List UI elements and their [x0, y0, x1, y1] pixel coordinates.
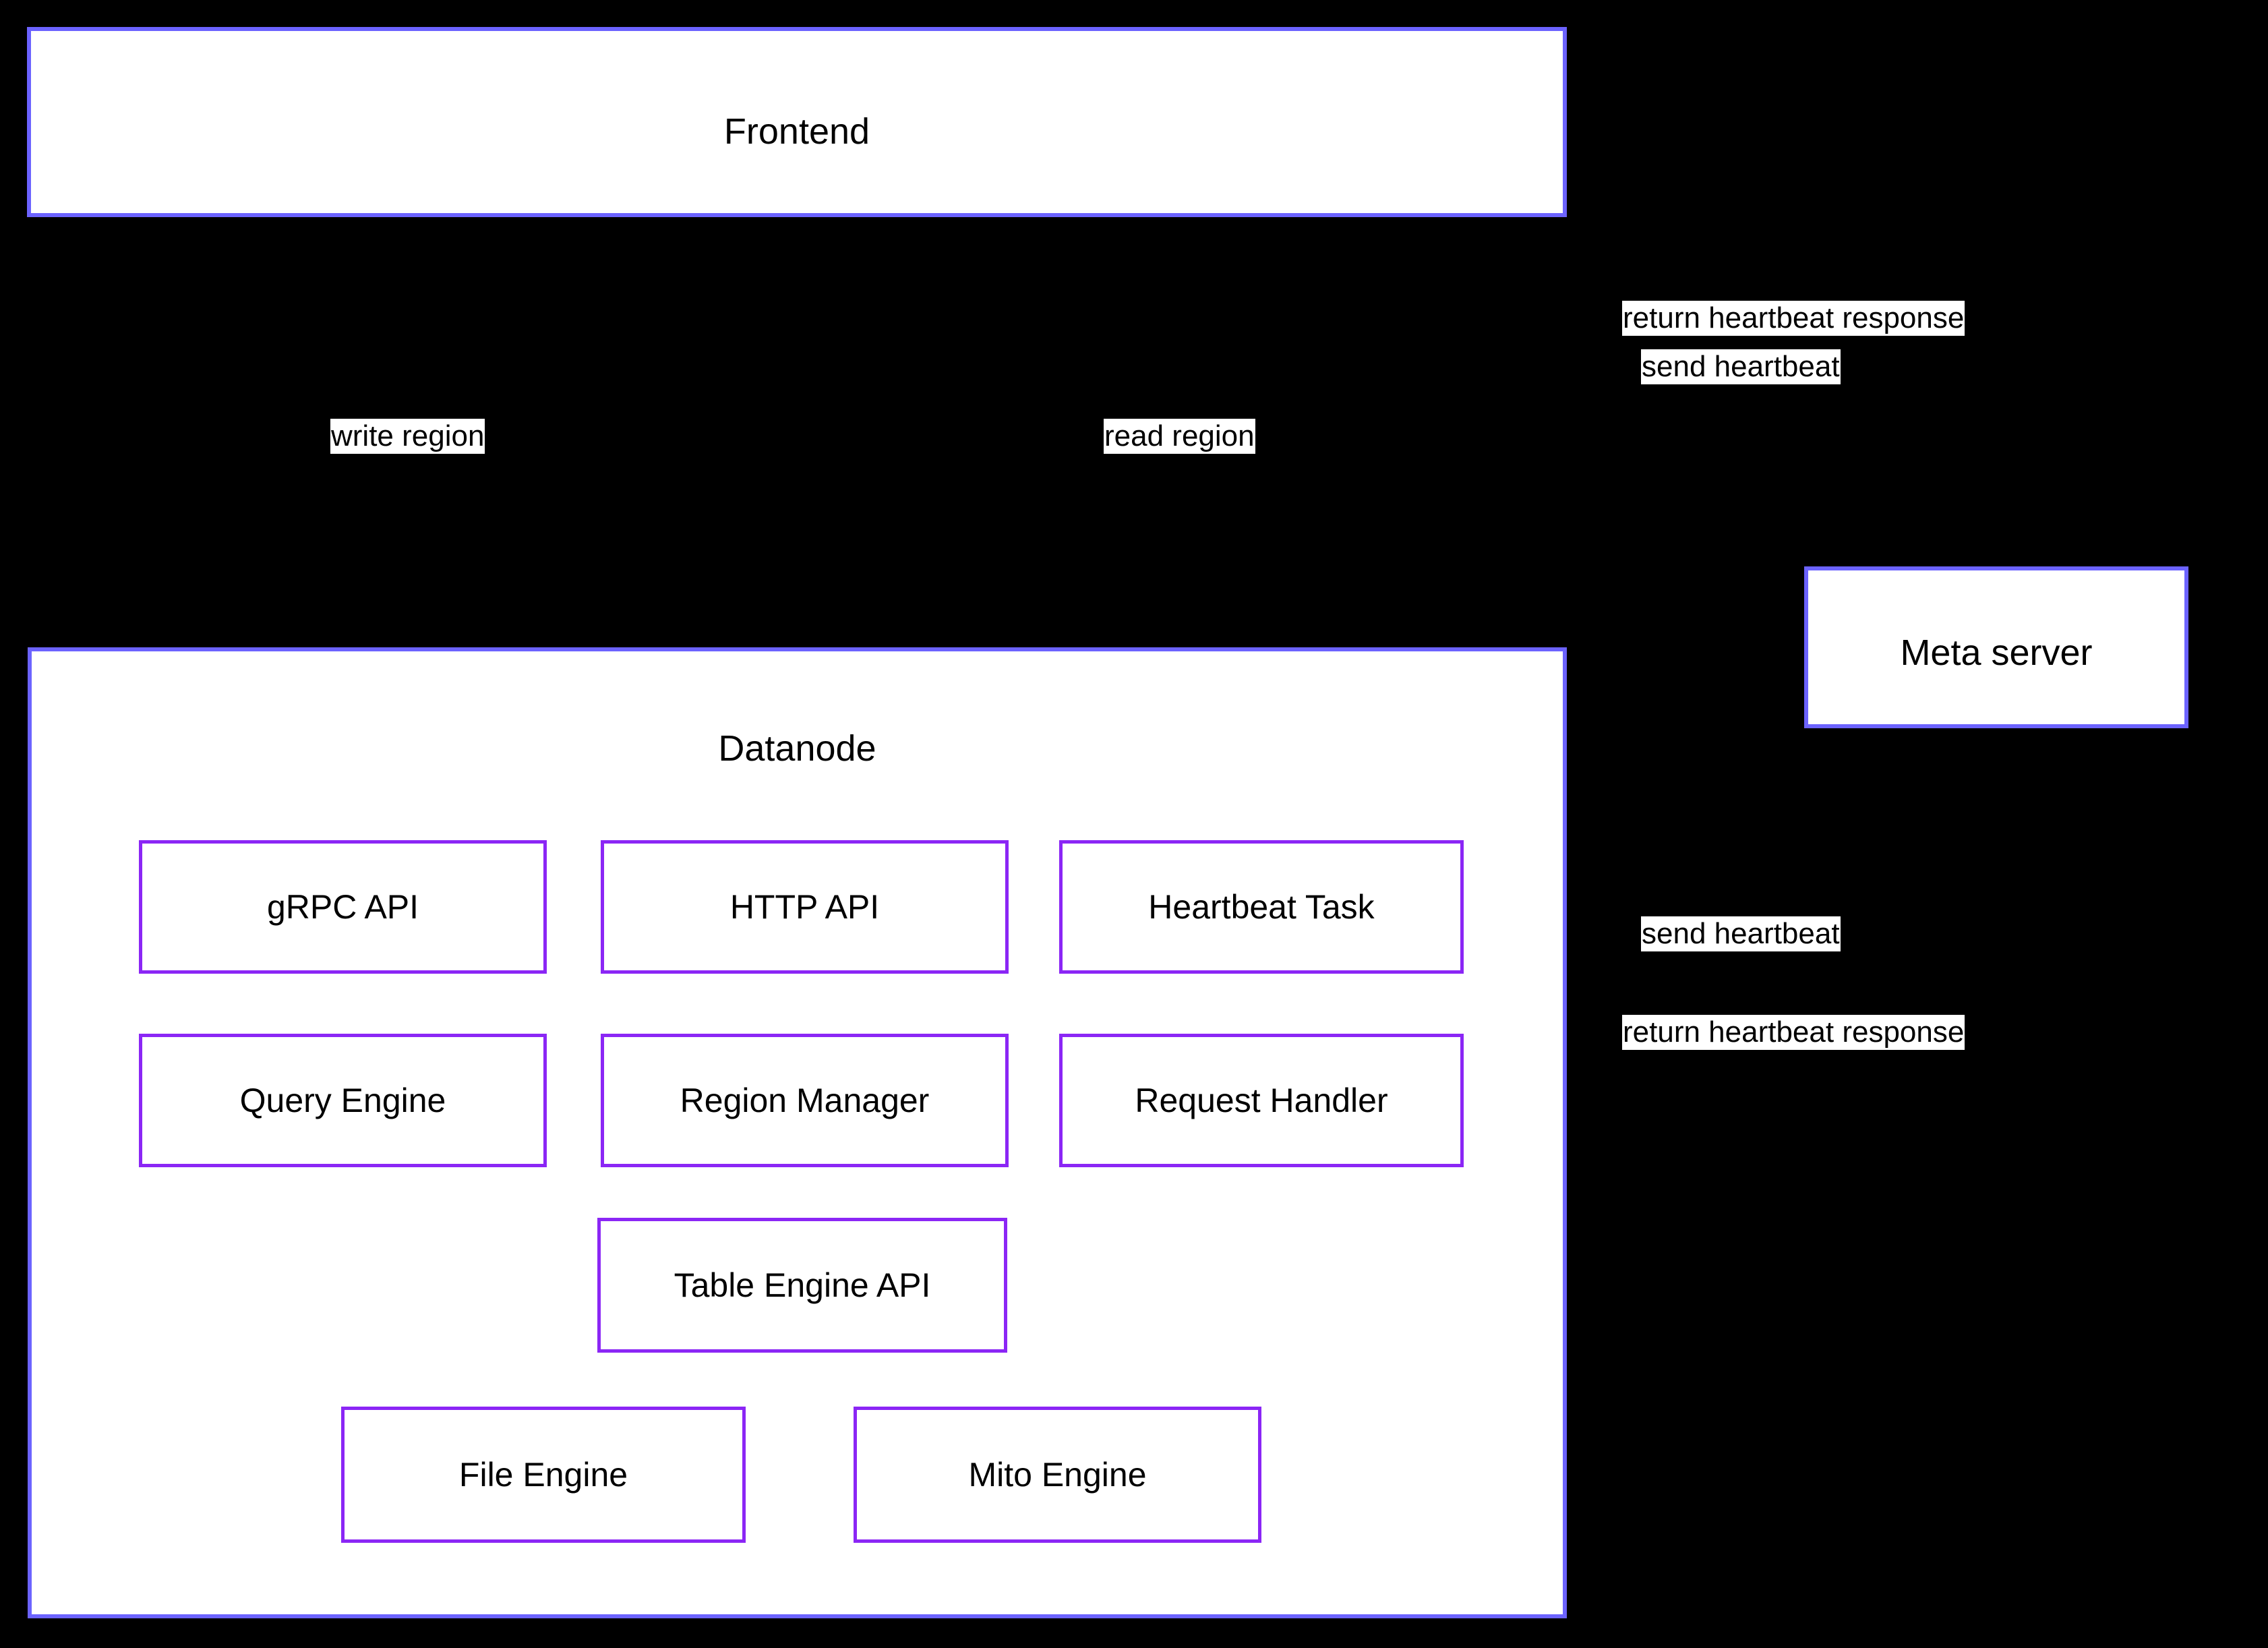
component-label: Region Manager [680, 1081, 930, 1119]
component-label: File Engine [458, 1455, 628, 1494]
edge-label-send-heartbeat-top: send heartbeat [1641, 349, 1841, 384]
component-label: Heartbeat Task [1148, 887, 1375, 926]
component-query-engine[interactable]: Query Engine [139, 1034, 547, 1167]
component-grpc-api[interactable]: gRPC API [139, 840, 547, 974]
edge-label-write-region: write region [330, 419, 485, 454]
edge-label-return-heartbeat-response-bottom: return heartbeat response [1622, 1015, 1965, 1050]
component-request-handler[interactable]: Request Handler [1059, 1034, 1464, 1167]
component-label: Query Engine [239, 1081, 446, 1119]
datanode-title: Datanode [718, 728, 876, 769]
component-label: Mito Engine [968, 1455, 1147, 1494]
component-label: Table Engine API [674, 1266, 931, 1304]
component-label: Request Handler [1135, 1081, 1388, 1119]
component-heartbeat-task[interactable]: Heartbeat Task [1059, 840, 1464, 974]
meta-server-title: Meta server [1900, 632, 2093, 673]
component-http-api[interactable]: HTTP API [601, 840, 1009, 974]
frontend-title: Frontend [723, 111, 870, 152]
meta-server-container[interactable]: Meta server [1804, 566, 2188, 728]
component-label: gRPC API [266, 887, 419, 926]
component-label: HTTP API [729, 887, 880, 926]
component-region-manager[interactable]: Region Manager [601, 1034, 1009, 1167]
component-file-engine[interactable]: File Engine [341, 1407, 746, 1543]
datanode-container[interactable]: Datanode gRPC API HTTP API Heartbeat Tas… [28, 647, 1567, 1618]
component-mito-engine[interactable]: Mito Engine [854, 1407, 1261, 1543]
edge-label-send-heartbeat-bottom: send heartbeat [1641, 916, 1841, 951]
frontend-container[interactable]: Frontend [27, 27, 1567, 217]
component-table-engine-api[interactable]: Table Engine API [597, 1218, 1007, 1353]
edge-label-read-region: read region [1104, 419, 1255, 454]
edge-label-return-heartbeat-response-top: return heartbeat response [1622, 301, 1965, 336]
